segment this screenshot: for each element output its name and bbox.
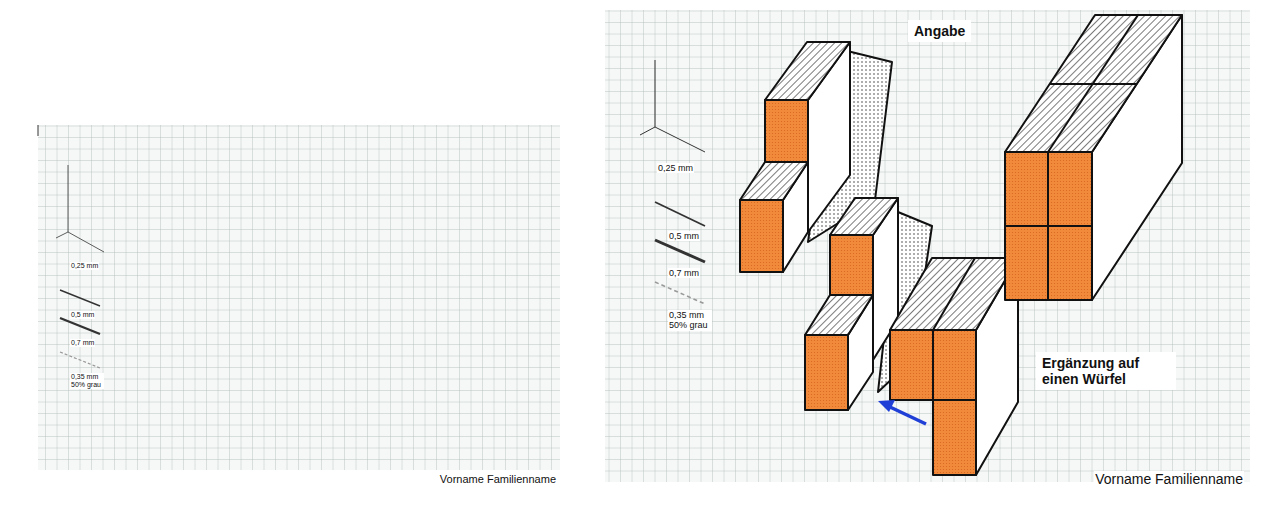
line-samples [56,60,705,368]
result-cube [1005,15,1182,300]
note-label: Ergänzung auf einen Würfel [1036,352,1176,390]
legend-text: 0,7 mm [668,268,700,278]
legend-text: 0,35 mm 50% grau [668,310,712,331]
legend-text: 0,25 mm [657,163,694,173]
legend-text: 0,5 mm [70,311,95,319]
title-label: Angabe [908,20,971,42]
author-field: Vorname Familienname [1094,471,1244,487]
legend-text: 0,35 mm 50% grau [70,373,104,389]
legend-text: 0,5 mm [668,231,700,241]
legend-text: 0,7 mm [70,339,95,347]
legend-text: 0,25 mm [70,262,99,270]
author-field: Vorname Familienname [439,473,557,486]
move-arrow [878,400,926,424]
grid-sheet [38,10,1250,482]
complement-solid [805,198,1018,475]
